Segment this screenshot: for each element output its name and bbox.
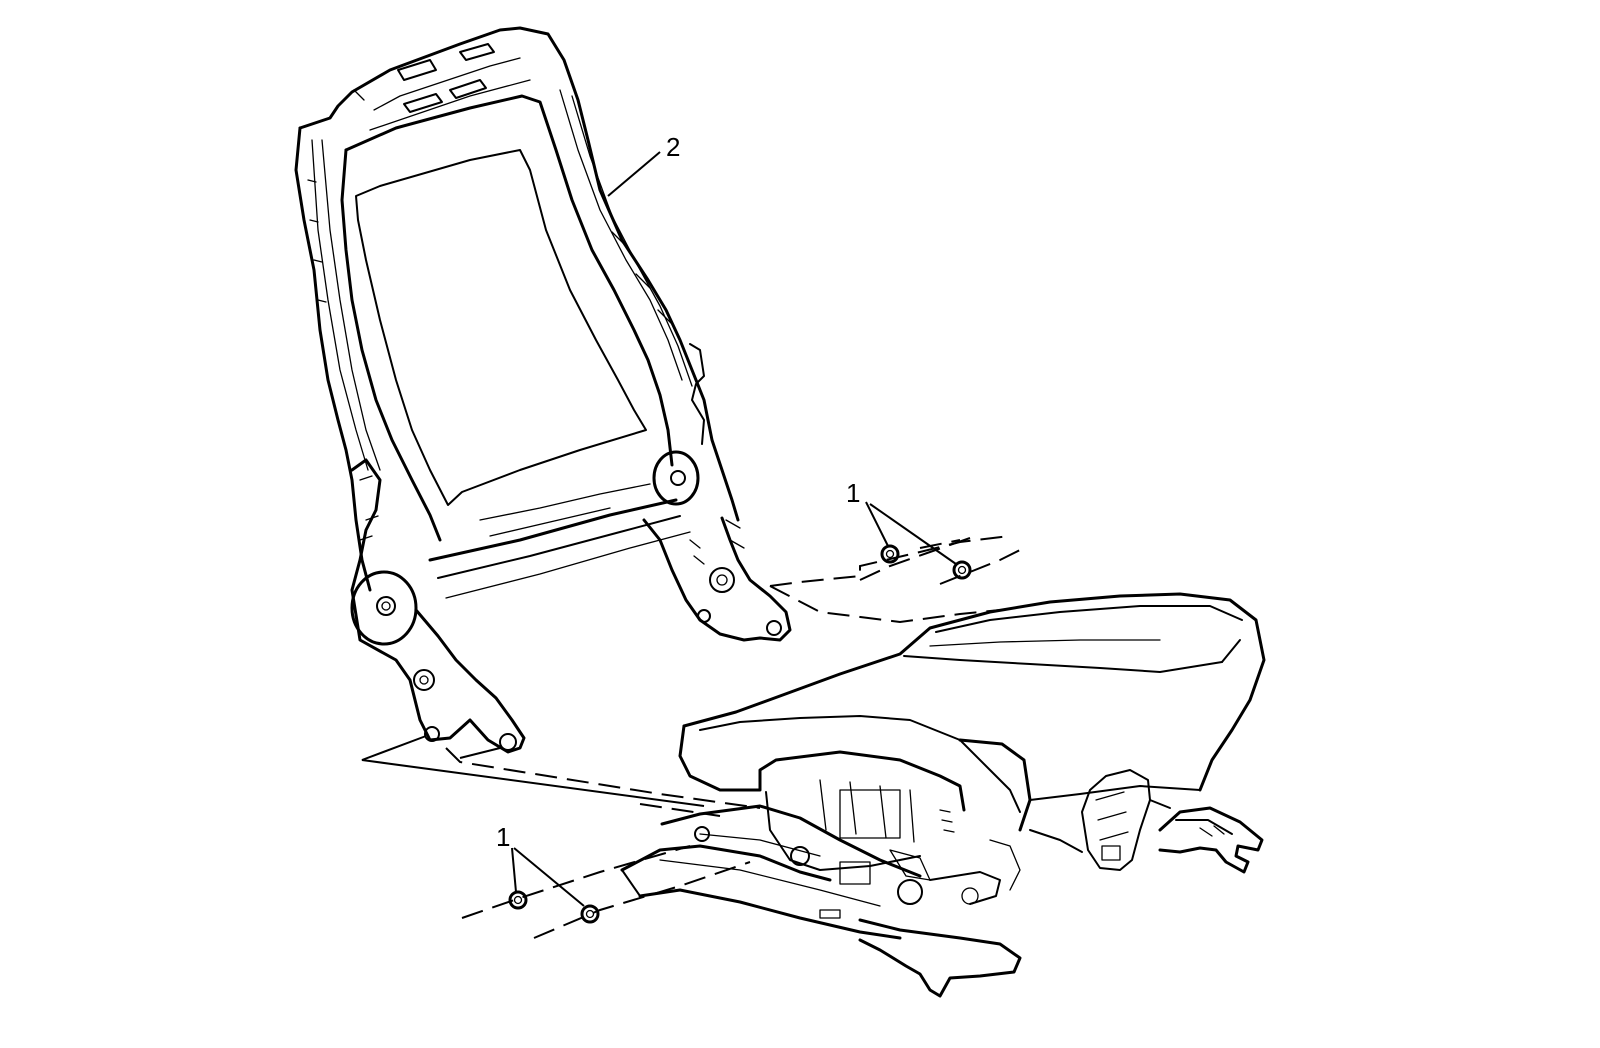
alignment-lines bbox=[361, 535, 1021, 939]
nut-lower-right bbox=[580, 904, 600, 924]
leader-lines bbox=[511, 151, 957, 907]
seatback-frame bbox=[294, 26, 792, 754]
callout-seatback-frame: 2 bbox=[666, 132, 680, 162]
nut-lower-left bbox=[508, 890, 528, 910]
callout-nuts-lower: 1 bbox=[496, 822, 510, 852]
nut-upper-right bbox=[952, 560, 972, 580]
nut-upper-left bbox=[880, 544, 900, 564]
callout-nuts-upper: 1 bbox=[846, 478, 860, 508]
seat-cushion-assembly bbox=[620, 592, 1266, 998]
